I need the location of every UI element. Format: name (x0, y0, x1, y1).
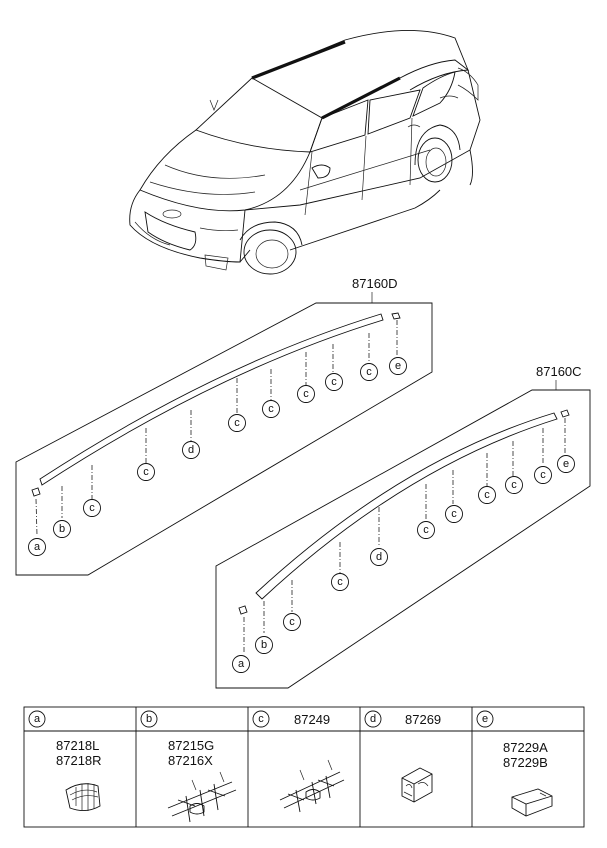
table-header-a: a (28, 710, 46, 728)
end-cap-a (238, 605, 248, 615)
callout-c: c (417, 521, 435, 539)
svg-text:a: a (238, 658, 245, 670)
svg-text:c: c (423, 524, 429, 536)
svg-text:b: b (261, 639, 267, 651)
part-number: 87218L (56, 738, 99, 753)
end-cap-e (560, 409, 570, 418)
table-header-d: d 87269 (364, 710, 441, 728)
callout-c: c (478, 486, 496, 504)
callout-c: c (360, 363, 378, 381)
parts-table: a b c 87249 d 87269 e 87218L 87218R 8721… (23, 706, 585, 828)
part-number: 87215G (168, 738, 214, 753)
svg-text:a: a (34, 713, 41, 725)
svg-text:c: c (540, 469, 546, 481)
callout-c: c (445, 505, 463, 523)
part-number: 87229B (503, 755, 548, 770)
roof-molding-strip (255, 412, 558, 600)
svg-text:c: c (143, 466, 149, 478)
part-b-clip-sketch (167, 771, 237, 823)
callout-c: c (262, 400, 280, 418)
callout-c: c (331, 573, 349, 591)
callout-c: c (534, 466, 552, 484)
svg-text:c: c (451, 508, 457, 520)
svg-text:c: c (484, 489, 490, 501)
callout-d: d (370, 548, 388, 566)
part-number: 87216X (168, 753, 213, 768)
assembly-panel-87160D: 87160D a b c c d c c c c c e (15, 276, 433, 576)
svg-text:c: c (331, 376, 337, 388)
panel-outline (15, 302, 433, 576)
svg-text:d: d (376, 551, 382, 563)
part-number: 87218R (56, 753, 102, 768)
roof-molding-right-strip (321, 76, 401, 120)
callout-c: c (505, 476, 523, 494)
callout-c: c (228, 414, 246, 432)
table-header-b: b (140, 710, 158, 728)
callout-a: a (28, 538, 46, 556)
end-cap-a (31, 487, 41, 497)
callout-e: e (557, 455, 575, 473)
part-e-clip-sketch (511, 788, 553, 817)
header-part-number: 87269 (405, 712, 441, 727)
svg-text:c: c (289, 616, 295, 628)
assembly-part-number: 87160D (352, 276, 398, 291)
assembly-part-number: 87160C (536, 364, 582, 379)
svg-text:c: c (366, 366, 372, 378)
svg-text:d: d (370, 713, 376, 725)
part-number: 87229A (503, 740, 548, 755)
callout-d: d (182, 441, 200, 459)
car-illustration (129, 30, 481, 275)
svg-text:e: e (482, 713, 488, 725)
end-cap-e (391, 312, 401, 320)
table-header-c: c 87249 (252, 710, 330, 728)
header-part-number: 87249 (294, 712, 330, 727)
svg-text:c: c (337, 576, 343, 588)
callout-c: c (83, 499, 101, 517)
panel-outline (215, 389, 591, 689)
part-a-clip-sketch (65, 783, 101, 811)
svg-text:c: c (511, 479, 517, 491)
svg-text:b: b (146, 713, 152, 725)
callout-c: c (137, 463, 155, 481)
callout-a: a (232, 655, 250, 673)
callout-e: e (389, 357, 407, 375)
callout-c: c (297, 385, 315, 403)
roof-molding-left-strip (251, 40, 346, 80)
assembly-panel-87160C: 87160C a b c c d c c c c c e (215, 364, 591, 689)
svg-text:c: c (268, 403, 274, 415)
roof-molding-strip (39, 313, 384, 486)
callout-c: c (325, 373, 343, 391)
part-c-clip-sketch (279, 759, 345, 813)
callout-b: b (53, 520, 71, 538)
svg-text:e: e (395, 360, 401, 372)
svg-text:c: c (89, 502, 95, 514)
svg-text:a: a (34, 541, 41, 553)
svg-text:c: c (234, 417, 240, 429)
svg-text:c: c (258, 713, 264, 725)
part-d-clip-sketch (401, 767, 433, 803)
svg-text:d: d (188, 444, 194, 456)
svg-text:b: b (59, 523, 65, 535)
svg-text:c: c (303, 388, 309, 400)
table-header-e: e (476, 710, 494, 728)
svg-text:e: e (563, 458, 569, 470)
callout-c: c (283, 613, 301, 631)
callout-b: b (255, 636, 273, 654)
